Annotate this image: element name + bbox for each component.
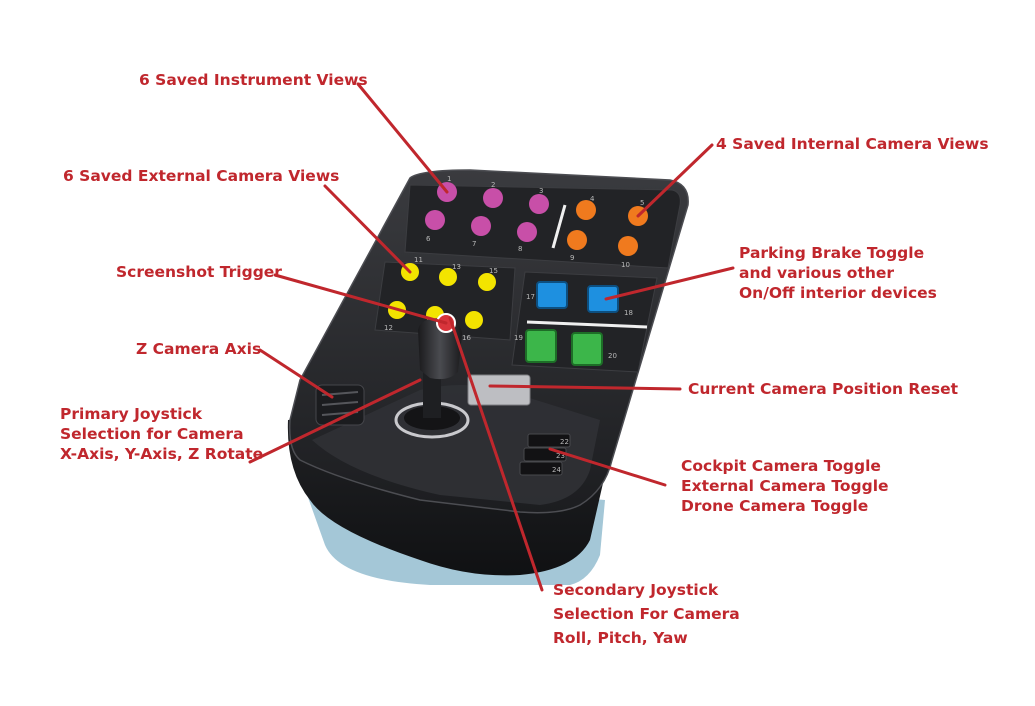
yellow-button-13[interactable] <box>439 268 457 286</box>
label-line: 4 Saved Internal Camera Views <box>716 135 989 153</box>
label-line: Z Camera Axis <box>136 340 262 358</box>
label-line: X-Axis, Y-Axis, Z Rotate <box>60 445 264 463</box>
button-number: 12 <box>384 324 393 332</box>
orange-button-10[interactable] <box>618 236 638 256</box>
leader-internal-views <box>636 143 714 218</box>
camera-reset-button[interactable] <box>467 374 531 406</box>
label-line: Secondary Joystick <box>553 581 719 599</box>
button-number: 3 <box>539 187 543 195</box>
pink-button-2[interactable] <box>483 188 503 208</box>
rocker-switch-22[interactable] <box>527 433 571 448</box>
button-number: 2 <box>491 181 495 189</box>
label-line: Current Camera Position Reset <box>688 380 958 398</box>
blue-toggle-17[interactable] <box>536 281 568 309</box>
label-line: Screenshot Trigger <box>116 263 282 281</box>
leader-lines <box>248 82 735 592</box>
leader-z-axis <box>258 348 334 399</box>
pink-button-3[interactable] <box>529 194 549 214</box>
label-line: Primary Joystick <box>60 405 203 423</box>
pink-button-6[interactable] <box>425 210 445 230</box>
button-number: 5 <box>640 199 644 207</box>
button-number: 24 <box>552 466 561 474</box>
button-number: 1 <box>447 175 451 183</box>
button-number: 15 <box>489 267 498 275</box>
leader-parking-brake <box>604 266 735 301</box>
button-number: 23 <box>556 452 565 460</box>
button-number: 4 <box>590 195 595 203</box>
button-number: 10 <box>621 261 630 269</box>
green-toggle-19[interactable] <box>525 329 557 363</box>
button-number: 9 <box>570 254 574 262</box>
leader-external-views <box>323 184 412 274</box>
leader-primary-joystick <box>248 378 422 464</box>
label-screenshot: Screenshot Trigger <box>116 262 282 282</box>
label-external-views: 6 Saved External Camera Views <box>63 166 339 186</box>
button-number: 22 <box>560 438 569 446</box>
label-line: Drone Camera Toggle <box>681 497 869 515</box>
label-line: Selection for Camera <box>60 425 244 443</box>
button-number: 13 <box>452 263 461 271</box>
label-line: and various other <box>739 264 895 282</box>
toggle-divider <box>526 320 648 329</box>
button-number: 7 <box>472 240 476 248</box>
button-number: 17 <box>526 293 535 301</box>
button-number: 6 <box>426 235 431 243</box>
label-camera-toggles: Cockpit Camera Toggle External Camera To… <box>681 456 889 516</box>
primary-joystick[interactable] <box>418 318 462 380</box>
label-line: Roll, Pitch, Yaw <box>553 629 688 647</box>
orange-button-9[interactable] <box>567 230 587 250</box>
top-keypad-plate <box>404 184 681 269</box>
label-parking-brake: Parking Brake Toggle and various other O… <box>739 243 937 303</box>
yellow-button-15[interactable] <box>478 273 496 291</box>
label-line: On/Off interior devices <box>739 284 937 302</box>
leader-screenshot <box>273 273 448 325</box>
orange-button-4[interactable] <box>576 200 596 220</box>
button-number: 8 <box>518 245 522 253</box>
leader-secondary-joystick <box>448 316 544 592</box>
panel-device: 1 2 3 6 7 8 4 5 9 10 11 13 15 12 14 16 1… <box>287 169 689 585</box>
label-line: Cockpit Camera Toggle <box>681 457 881 475</box>
button-number: 19 <box>514 334 523 342</box>
button-number: 16 <box>462 334 471 342</box>
label-line: 6 Saved External Camera Views <box>63 167 340 185</box>
green-toggle-20[interactable] <box>571 332 603 366</box>
pink-button-7[interactable] <box>471 216 491 236</box>
label-instrument-views: 6 Saved Instrument Views <box>139 70 368 90</box>
label-line: External Camera Toggle <box>681 477 889 495</box>
label-camera-reset: Current Camera Position Reset <box>688 379 958 399</box>
leader-camera-toggles <box>548 447 667 487</box>
leader-camera-reset <box>488 384 682 391</box>
blue-toggle-18[interactable] <box>587 285 619 313</box>
leader-instrument-views <box>356 82 449 194</box>
label-internal-views: 4 Saved Internal Camera Views <box>716 134 989 154</box>
button-number: 18 <box>624 309 633 317</box>
keypad-divider <box>551 204 567 249</box>
label-secondary-joystick: Secondary Joystick Selection For Camera … <box>553 578 740 650</box>
label-line: 6 Saved Instrument Views <box>139 71 368 89</box>
button-number: 20 <box>608 352 617 360</box>
button-number: 11 <box>414 256 423 264</box>
rocker-switch-24[interactable] <box>519 461 563 476</box>
label-primary-joystick: Primary Joystick Selection for Camera X-… <box>60 404 263 464</box>
z-axis-wheel-ridge <box>321 401 359 406</box>
label-z-axis: Z Camera Axis <box>136 339 261 359</box>
label-line: Parking Brake Toggle <box>739 244 925 262</box>
yellow-button-16[interactable] <box>465 311 483 329</box>
camera-rocker-switches: 22 23 24 <box>519 433 571 476</box>
label-line: Selection For Camera <box>553 605 740 623</box>
pink-button-8[interactable] <box>517 222 537 242</box>
